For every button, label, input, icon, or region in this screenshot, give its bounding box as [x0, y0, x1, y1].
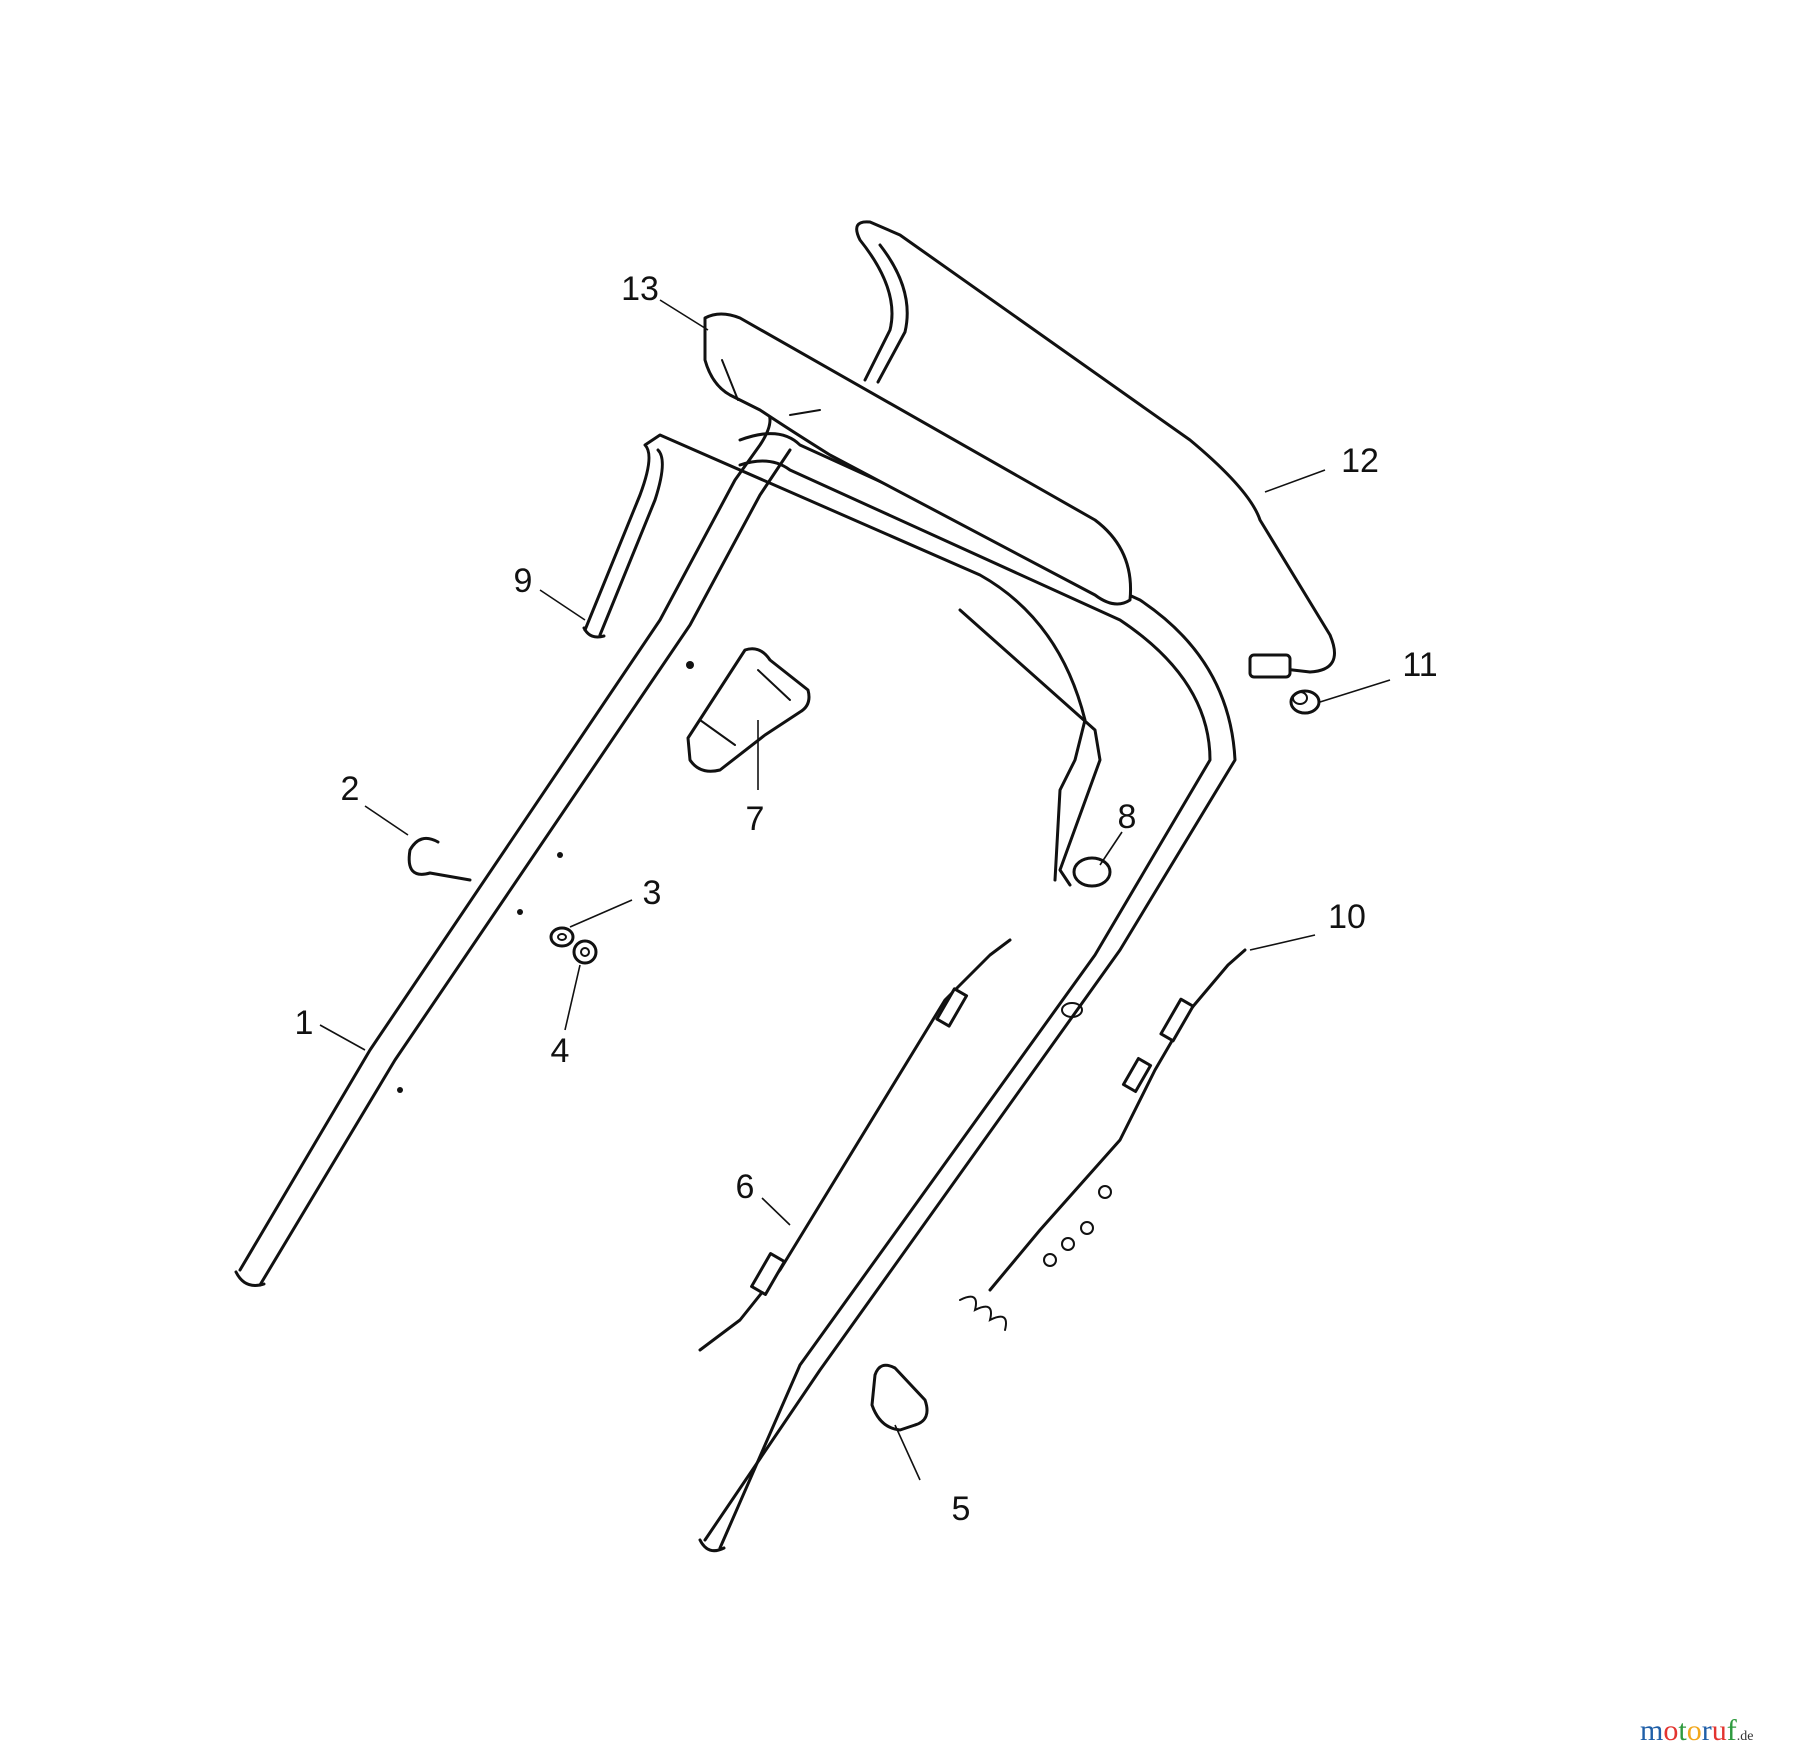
right-handle-tube [698, 432, 1237, 1553]
callout-6: 6 [736, 1168, 755, 1206]
callout-8: 8 [1118, 798, 1137, 836]
part-7-cable-housing [686, 647, 811, 773]
callout-10: 10 [1328, 898, 1366, 936]
part-5-clip [870, 1363, 929, 1432]
callout-12: 12 [1341, 442, 1379, 480]
part-12-bail-bar [855, 220, 1336, 679]
leader-lines [319, 299, 1391, 1481]
part-2-hook-bolt [407, 836, 472, 882]
part-6-cable [698, 938, 1012, 1352]
part-10-cable [959, 948, 1247, 1331]
callout-3: 3 [643, 874, 662, 912]
part-8-bushing [958, 608, 1112, 888]
callouts: 1 2 3 4 5 6 7 8 9 10 11 12 13 [295, 270, 1438, 1528]
callout-4: 4 [551, 1032, 570, 1070]
part-13-grip-cover [703, 312, 1133, 606]
callout-11: 11 [1402, 646, 1437, 684]
watermark-logo: motoruf.de [1640, 1714, 1753, 1747]
callout-5: 5 [952, 1490, 971, 1528]
callout-13: 13 [621, 270, 659, 308]
part-1-left-lower-handle [234, 403, 792, 1287]
callout-9: 9 [514, 562, 533, 600]
part-9-upper-handle [582, 433, 1087, 882]
watermark-text: motoruf.de [1640, 1714, 1753, 1747]
part-4-nut [572, 939, 598, 965]
part-3-washer [549, 926, 575, 948]
part-11-bushing [1289, 689, 1321, 715]
callout-1: 1 [295, 1004, 314, 1042]
callout-2: 2 [341, 770, 360, 808]
callout-7: 7 [746, 800, 765, 838]
